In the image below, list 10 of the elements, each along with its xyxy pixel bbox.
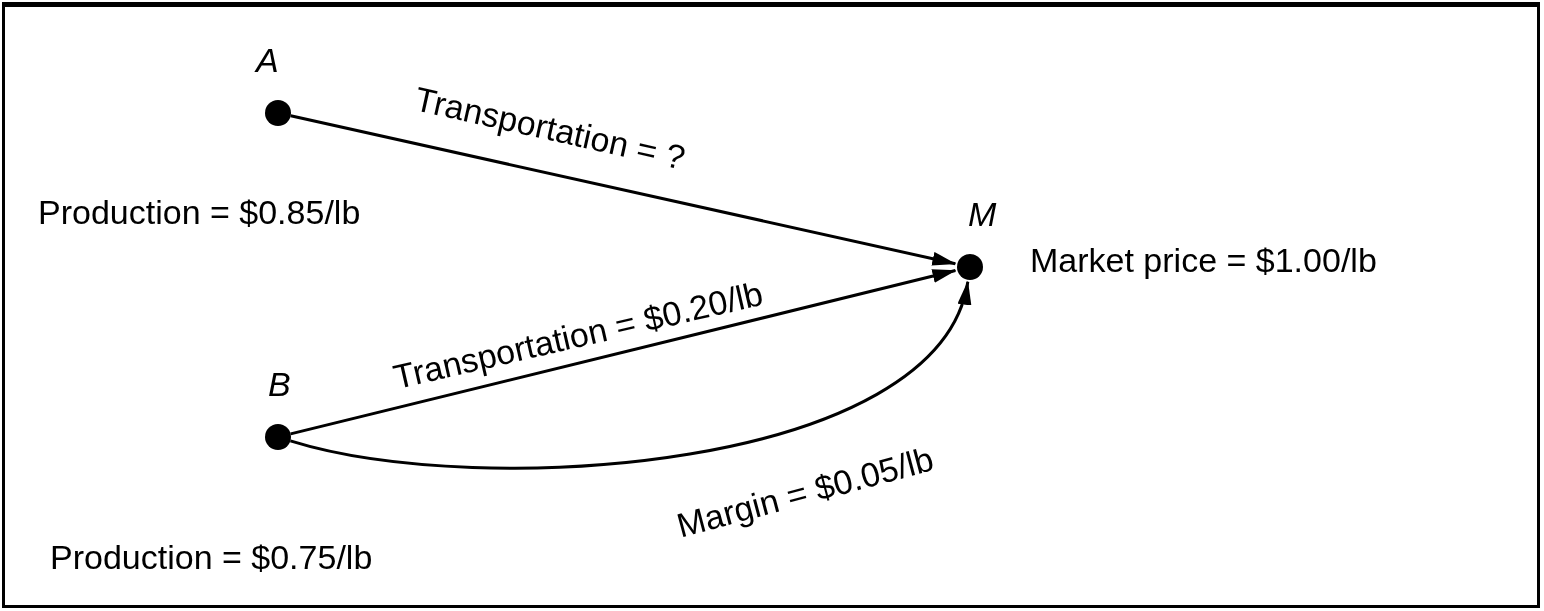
node-letter: B [268, 367, 291, 401]
node-letter: A [256, 43, 279, 77]
cost-label: Production = $0.75/lb [50, 540, 373, 574]
arrow [290, 269, 957, 436]
arrow [290, 280, 970, 470]
node-caption: Market price = $1.00/lb [1030, 243, 1377, 277]
edge-label: Margin = $0.05/lb [673, 441, 937, 543]
cost-label: Production = $0.85/lb [38, 195, 361, 229]
node-letter: M [968, 197, 997, 231]
arrow [290, 114, 957, 266]
